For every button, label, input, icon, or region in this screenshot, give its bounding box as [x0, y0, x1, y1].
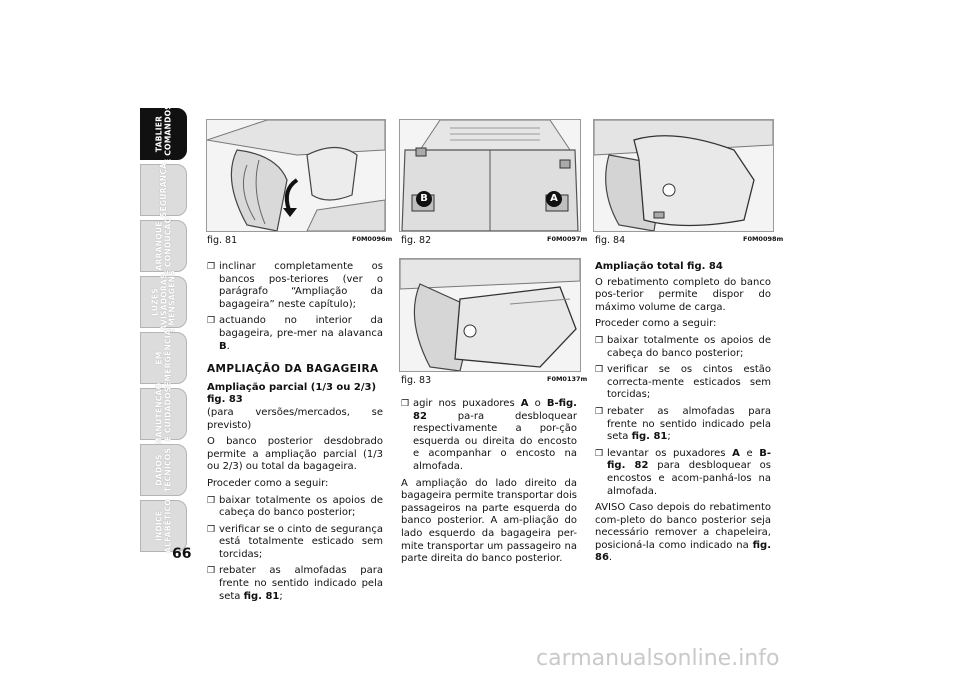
seat-levers-illustration — [400, 120, 580, 231]
subsection-figref: fig. 83 — [207, 394, 243, 406]
list-item: ❒verificar se o cinto de segurança está … — [207, 524, 383, 562]
partial-fold-illustration — [400, 259, 580, 371]
column-3: Ampliação total fig. 84 O rebatimento co… — [595, 261, 771, 569]
paragraph: O banco posterior desdobrado permite a a… — [207, 436, 383, 473]
list-item-text: . — [226, 340, 230, 352]
tab-label: ÍNDICE ALFABÉTICO — [154, 499, 172, 553]
list-item: ❒rebater as almofadas para frente no sen… — [595, 406, 771, 444]
figure-83-image — [399, 258, 581, 372]
chapter-tabs: TABLIER E COMANDOS SEGURANÇA ARRANQUE E … — [140, 104, 187, 553]
checkbox-icon: ❒ — [401, 399, 410, 409]
full-fold-illustration — [594, 120, 773, 231]
list-item-text: ; — [279, 590, 283, 602]
list-item-text: pa-ra desbloquear respectivamente a por-… — [413, 410, 577, 472]
bold-ref: B — [219, 340, 227, 352]
list-item-text: e — [739, 447, 760, 459]
figure-83-code: F0M0137m — [547, 375, 588, 383]
bold-ref: fig. 81 — [631, 431, 668, 443]
list-item-text: baixar totalmente os apoios de cabeça do… — [219, 494, 383, 519]
bold-ref: B-fig. 82 — [413, 398, 577, 422]
tab-indice-alfabetico[interactable]: ÍNDICE ALFABÉTICO — [140, 499, 187, 553]
list-item: ❒agir nos puxadores A o B-fig. 82 pa-ra … — [401, 398, 577, 474]
section-heading: AMPLIAÇÃO DA BAGAGEIRA — [207, 363, 379, 376]
paragraph: A ampliação do lado direito da bagageira… — [401, 477, 577, 565]
checkbox-icon: ❒ — [207, 495, 216, 506]
paragraph-text: . — [608, 552, 613, 564]
list-item-text: inclinar completamente os bancos pos-ter… — [219, 261, 383, 310]
tab-dados-tecnicos[interactable]: DADOS TÉCNICOS — [140, 444, 187, 496]
tab-label: MANUTENÇÃO E CUIDADOS — [154, 382, 172, 446]
paragraph-text: AVISO Caso depois do rebatimento com-ple… — [595, 502, 771, 551]
tab-tablier-e-comandos[interactable]: TABLIER E COMANDOS — [140, 104, 187, 164]
tab-label: LUZES AVISADORAS E MENSAGENS — [149, 270, 176, 334]
note-text: (para versões/mercados, se previsto) — [207, 406, 383, 431]
bold-ref: B-fig. 82 — [607, 447, 771, 472]
bold-ref: fig. 81 — [243, 590, 280, 602]
list-item: ❒actuando no interior da bagageira, pre-… — [207, 315, 383, 353]
figure-84-image — [593, 119, 774, 232]
list-item-text: actuando no interior da bagageira, pre-m… — [219, 315, 383, 339]
checkbox-icon: ❒ — [207, 316, 216, 327]
list-item: ❒inclinar completamente os bancos pos-te… — [207, 261, 383, 311]
list-item: ❒verificar se os cintos estão correcta-m… — [595, 364, 771, 402]
list-item-text: levantar os puxadores — [607, 447, 733, 459]
page-number: 66 — [172, 546, 192, 562]
bold-ref: fig. 86 — [595, 539, 771, 564]
bold-ref: A — [732, 447, 740, 459]
list-item-text: agir nos puxadores — [413, 398, 521, 409]
list-item-text: o — [528, 398, 547, 409]
tab-manutencao[interactable]: MANUTENÇÃO E CUIDADOS — [140, 383, 187, 445]
tab-label: SEGURANÇA — [158, 162, 168, 218]
list-item-text: rebater as almofadas para frente no sent… — [607, 405, 771, 443]
figure-84-caption: fig. 84 — [595, 235, 626, 246]
list-item: ❒baixar totalmente os apoios de cabeça d… — [595, 335, 771, 360]
figure-82-caption: fig. 82 — [401, 235, 432, 246]
list-item: ❒levantar os puxadores A e B-fig. 82 par… — [595, 448, 771, 498]
section-heading: Ampliação total fig. 84 — [595, 261, 723, 272]
list-item-text: verificar se os cintos estão correcta-me… — [607, 364, 771, 401]
bold-ref: A — [520, 398, 529, 409]
tab-em-emergencia[interactable]: EM EMERGÊNCIA — [140, 329, 187, 387]
paragraph: Proceder como a seguir: — [207, 477, 329, 489]
checkbox-icon: ❒ — [207, 566, 216, 577]
checkbox-icon: ❒ — [595, 448, 604, 459]
tab-arranque-e-conducao[interactable]: ARRANQUE E CONDUÇÃO — [140, 217, 187, 275]
list-item: ❒baixar totalmente os apoios de cabeça d… — [207, 495, 383, 520]
list-item-text: baixar totalmente os apoios de cabeça do… — [607, 334, 771, 359]
figure-83-caption: fig. 83 — [401, 375, 432, 386]
tab-label: ARRANQUE E CONDUÇÃO — [154, 216, 172, 276]
figure-81-caption: fig. 81 — [207, 235, 238, 246]
paragraph: O rebatimento completo do banco pos-teri… — [595, 276, 771, 313]
list-item-text: para desbloquear os encostos e acom-panh… — [607, 460, 771, 497]
figure-81-image — [206, 119, 386, 232]
tab-label: TABLIER E COMANDOS — [154, 104, 172, 164]
checkbox-icon: ❒ — [207, 524, 216, 535]
label-b-marker: B — [416, 191, 432, 207]
list-item-text: ; — [667, 431, 671, 443]
tab-luzes-avisadoras[interactable]: LUZES AVISADORAS E MENSAGENS — [140, 270, 187, 334]
tab-label: EM EMERGÊNCIA — [154, 329, 172, 387]
checkbox-icon: ❒ — [595, 335, 604, 346]
watermark: carmanualsonline.info — [536, 646, 780, 671]
tab-seguranca[interactable]: SEGURANÇA — [140, 162, 187, 218]
checkbox-icon: ❒ — [595, 406, 604, 417]
figure-81-code: F0M0096m — [352, 235, 393, 243]
list-item-text: rebater as almofadas para frente no sent… — [219, 565, 383, 602]
list-item-text: verificar se o cinto de segurança está t… — [219, 523, 383, 560]
subsection-heading: Ampliação parcial (1/3 ou 2/3) — [207, 381, 377, 393]
label-a-marker: A — [546, 191, 562, 207]
checkbox-icon: ❒ — [207, 262, 216, 272]
figure-84-code: F0M0098m — [743, 235, 784, 243]
list-item: ❒rebater as almofadas para frente no sen… — [207, 565, 383, 603]
column-2: ❒agir nos puxadores A o B-fig. 82 pa-ra … — [401, 398, 577, 570]
checkbox-icon: ❒ — [595, 365, 604, 376]
column-1: ❒inclinar completamente os bancos pos-te… — [207, 261, 383, 607]
figure-82-code: F0M0097m — [547, 235, 588, 243]
seat-fold-illustration — [207, 120, 385, 231]
paragraph: Proceder como a seguir: — [595, 318, 717, 330]
figure-82-image: B A — [399, 119, 581, 232]
tab-label: DADOS TÉCNICOS — [154, 447, 172, 493]
